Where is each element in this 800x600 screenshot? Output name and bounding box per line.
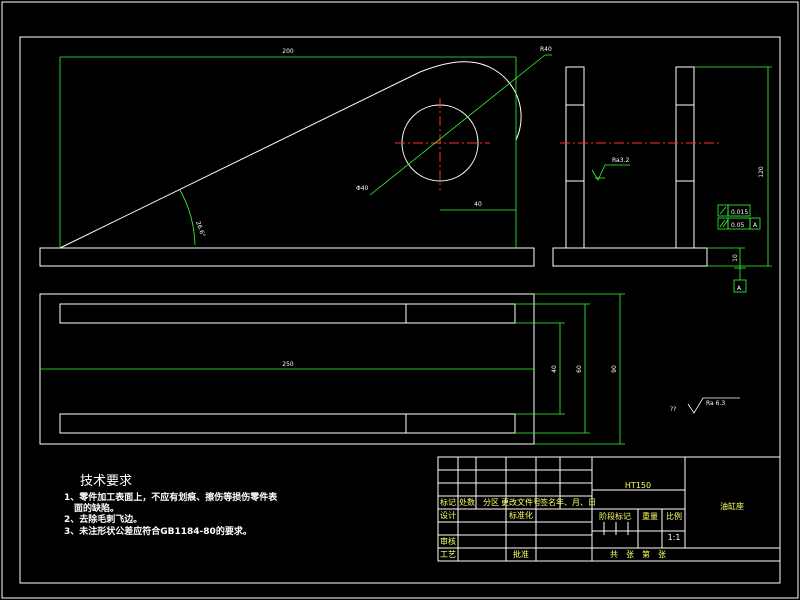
side-view: 120 10 Ra3.2 0.015 0.05 A A	[552, 66, 772, 293]
top-upper-slot	[59, 303, 516, 324]
svg-text:??: ??	[670, 406, 676, 413]
tb-h-count: 处数	[459, 497, 475, 507]
side-base-plate	[552, 247, 708, 267]
general-roughness: ?? Ra 6.3	[670, 397, 740, 414]
parallelism-value: 0.05	[731, 222, 745, 229]
tb-scale-label: 比例	[666, 511, 682, 521]
dim-bottom-width: 250	[282, 361, 294, 368]
flatness-value: 0.015	[731, 209, 748, 216]
notes-line-2: 2、去除毛刺飞边。	[64, 513, 142, 525]
notes-line-1b: 面的缺陷。	[74, 502, 119, 514]
dim-side-height: 120	[758, 166, 765, 178]
tb-h-zone: 分区	[483, 498, 499, 507]
tb-h-mark: 标记	[440, 497, 456, 507]
tb-stage: 阶段标记	[599, 511, 631, 521]
dim-radius: R40	[540, 46, 552, 53]
dim-slot-w2: 60	[576, 365, 583, 373]
top-view: 250 40 60 90	[39, 293, 625, 445]
side-left-web	[565, 66, 585, 249]
dim-slot-w3: 90	[611, 365, 618, 373]
front-base-plate	[39, 247, 535, 267]
tb-review: 审核	[440, 536, 456, 546]
dim-offset: 40	[474, 201, 482, 208]
tb-scale-value: 1:1	[668, 533, 681, 542]
front-slope-edge	[59, 71, 421, 249]
tb-weight: 重量	[642, 511, 658, 521]
tb-process: 工艺	[440, 550, 456, 559]
front-dimensions	[59, 54, 552, 248]
svg-text:Ra 6.3: Ra 6.3	[706, 400, 725, 407]
tb-h-docno: 更改文件号	[501, 497, 541, 507]
side-right-web	[675, 66, 695, 249]
tb-h-sign: 签名	[540, 497, 556, 507]
dim-diameter: Φ40	[356, 185, 369, 192]
tb-material: HT150	[625, 481, 651, 490]
front-view: 200 R40 Φ40 40 26.6°	[39, 46, 552, 267]
parallelism-datum: A	[753, 222, 758, 229]
notes-title: 技术要求	[80, 474, 132, 489]
tb-h-date: 年、月、日	[556, 497, 596, 507]
title-block: HT150 油缸座 标记 处数 分区 更改文件号 签名 年、月、日 设计 标准化…	[437, 456, 781, 562]
front-top-arc	[419, 61, 522, 141]
notes-line-1: 1、零件加工表面上，不应有划痕、擦伤等损伤零件表	[64, 491, 278, 503]
notes-line-3: 3、未注形状公差应符合GB1184-80的要求。	[64, 525, 252, 537]
side-dimensions	[591, 66, 772, 293]
top-lower-slot	[59, 413, 516, 434]
tb-sheets: 共 张 第 张	[610, 549, 666, 559]
tb-standard: 标准化	[509, 510, 533, 520]
top-dimensions	[40, 293, 625, 445]
dim-base-height: 10	[732, 254, 739, 262]
datum-label: A	[737, 285, 742, 292]
tb-approve: 批准	[513, 549, 529, 559]
tb-part-name: 油缸座	[720, 501, 744, 511]
roughness-side: Ra3.2	[612, 157, 629, 164]
technical-notes: 技术要求 1、零件加工表面上，不应有划痕、擦伤等损伤零件表 面的缺陷。 2、去除…	[64, 474, 278, 537]
dim-top-width: 200	[282, 48, 294, 55]
tb-design: 设计	[440, 510, 456, 520]
dim-slot-w1: 40	[551, 365, 558, 373]
